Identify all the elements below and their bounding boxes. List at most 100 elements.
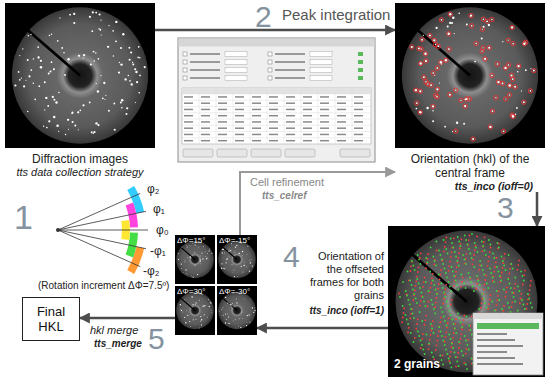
command-text: tts_merge: [94, 338, 142, 349]
indexed-spot: [443, 251, 445, 253]
diffraction-spot: [430, 84, 432, 86]
table-cell: [320, 140, 329, 142]
inset-line: [477, 363, 523, 365]
table-cell: [184, 134, 193, 136]
diffraction-spot: [502, 83, 504, 85]
diffraction-spot: [200, 255, 202, 257]
diffraction-spot: [61, 47, 63, 49]
indexed-spot: [440, 331, 442, 333]
predicted-spot: [513, 85, 517, 89]
indexed-spot: [488, 239, 490, 241]
indexed-spot: [423, 301, 425, 303]
table-cell: [252, 109, 261, 111]
diffraction-spot: [208, 248, 210, 250]
indexed-spot: [421, 338, 423, 340]
diffraction-spot: [495, 97, 496, 98]
flow-arrow: [240, 172, 395, 235]
beam-stop: [178, 245, 195, 260]
indexed-spot: [451, 367, 453, 369]
checkbox: [268, 52, 272, 56]
table-cell: [218, 96, 227, 98]
image-frame: [5, 3, 155, 148]
indexed-spot: [471, 233, 473, 235]
indexed-spot: [434, 306, 436, 308]
indexed-spot: [420, 340, 422, 342]
indexed-spot: [473, 290, 475, 292]
diffraction-spot: [512, 115, 515, 118]
indexed-spot: [448, 317, 450, 319]
diffraction-spot: [444, 126, 446, 128]
indexed-spot: [446, 277, 448, 279]
indexed-spot: [449, 261, 451, 263]
indexed-spot: [460, 322, 462, 324]
table-cell: [201, 109, 210, 111]
table: [182, 88, 371, 144]
diffraction-spot: [202, 306, 203, 307]
indexed-spot: [445, 349, 447, 351]
dialog-button: [251, 149, 281, 157]
diffraction-spot: [21, 77, 22, 78]
diffraction-spot: [137, 57, 139, 59]
scatter-disk: [176, 292, 214, 330]
predicted-spot: [528, 89, 532, 93]
indexed-spot: [458, 252, 460, 254]
table-cell: [218, 127, 227, 129]
diffraction-spot: [100, 75, 101, 76]
indexed-spot: [453, 275, 455, 277]
rotation-origin: [56, 228, 60, 232]
indexed-spot: [476, 275, 478, 277]
predicted-spot: [471, 137, 475, 141]
option-text: [275, 61, 305, 63]
indexed-spot: [482, 245, 484, 247]
diffraction-spot: [254, 307, 256, 309]
diffraction-spot: [465, 99, 467, 101]
diffraction-spot: [247, 246, 248, 247]
predicted-spot: [508, 83, 512, 87]
indexed-spot: [523, 280, 525, 282]
table-cell: [269, 102, 278, 104]
diffraction-spot: [218, 310, 220, 312]
indexed-spot: [440, 307, 442, 309]
software-inset: [473, 313, 543, 375]
indexed-spot: [511, 301, 513, 303]
predicted-spot: [444, 58, 448, 62]
diffraction-spot: [252, 307, 253, 308]
table-cell: [337, 140, 346, 142]
diffraction-spot: [80, 110, 82, 112]
diffraction-spot: [411, 46, 413, 48]
check-mark: [358, 52, 363, 56]
indexed-spot: [424, 277, 426, 279]
predicted-spot: [423, 52, 427, 56]
indexed-spot: [422, 286, 424, 288]
diffraction-spot: [415, 89, 417, 91]
diffraction-spot: [223, 249, 224, 250]
detector-ground: [175, 235, 215, 284]
diffraction-spot: [470, 14, 472, 16]
indexed-spot: [507, 278, 509, 280]
diffraction-spot: [482, 51, 483, 52]
indexed-spot: [436, 340, 438, 342]
panel-label: ΔΦ=-30°: [219, 287, 250, 296]
diffraction-spot: [530, 68, 531, 69]
diffraction-spot: [83, 54, 85, 56]
diffraction-spot: [491, 19, 493, 21]
predicted-spot: [511, 114, 515, 118]
diffraction-spot: [47, 105, 49, 107]
diffraction-spot: [228, 256, 230, 258]
indexed-spot: [415, 285, 417, 287]
indexed-spot: [461, 281, 463, 283]
indexed-spot: [446, 301, 448, 303]
predicted-spot: [432, 38, 436, 42]
indexed-spot: [502, 260, 504, 262]
diffraction-spot: [181, 310, 182, 311]
table-cell: [184, 121, 193, 123]
inset-window: [473, 313, 543, 375]
diffraction-spot: [185, 272, 187, 274]
diffraction-spot: [196, 302, 197, 303]
diffraction-spot: [56, 124, 59, 127]
table-cell: [218, 115, 227, 117]
scan-band: [129, 233, 134, 256]
indexed-spot: [453, 323, 455, 325]
table-cell: [337, 102, 346, 104]
indexed-spot: [435, 289, 437, 291]
